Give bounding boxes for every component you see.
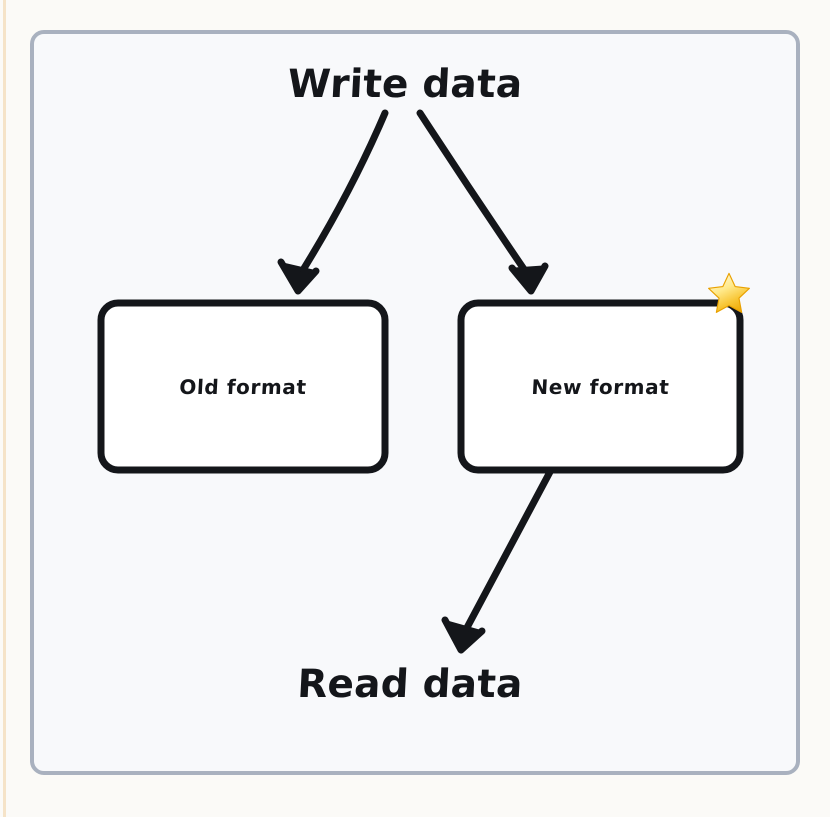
star-icon[interactable] bbox=[706, 271, 752, 317]
old-format-label: Old format bbox=[178, 375, 308, 399]
canvas-left-edge-strip bbox=[3, 0, 6, 817]
read-data-label: Read data bbox=[296, 662, 524, 707]
write-data-label: Write data bbox=[286, 62, 524, 107]
new-format-label: New format bbox=[530, 375, 671, 399]
